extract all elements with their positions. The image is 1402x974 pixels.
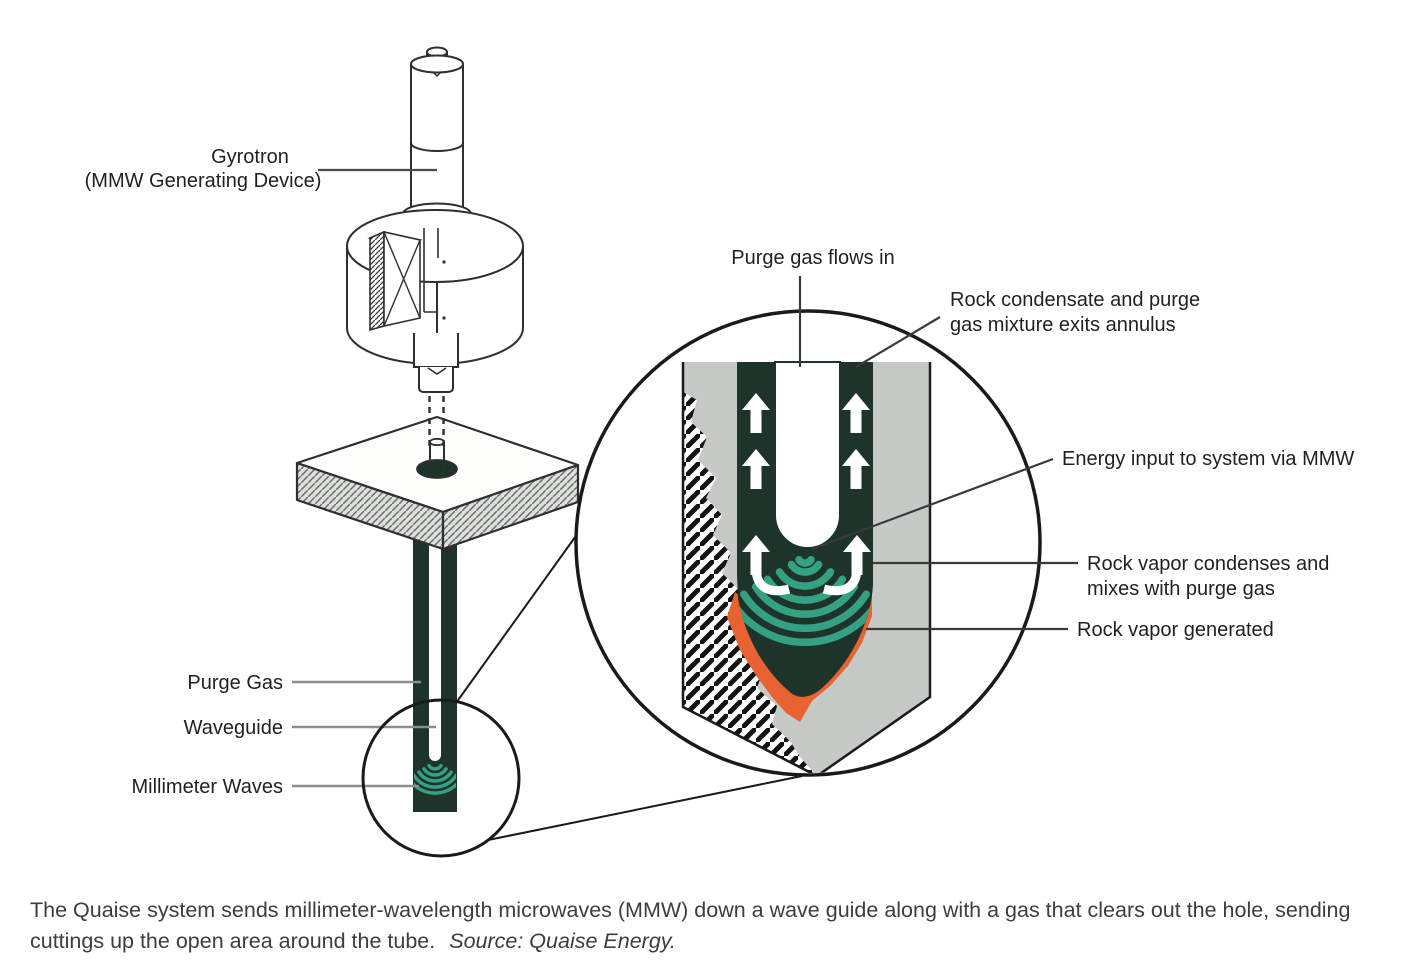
label-purge-gas: Purge Gas <box>187 672 283 694</box>
caption-source: Source: Quaise Energy. <box>449 929 676 953</box>
gyrotron-device <box>346 46 524 393</box>
inset-cross-section <box>681 361 932 773</box>
magnifier-small-circle <box>361 698 521 858</box>
quaise-drilling-diagram: Gyrotron (MMW Generating Device) Purge G… <box>85 46 1354 858</box>
label-purge-gas-flows-in: Purge gas flows in <box>731 247 894 269</box>
beam-into-hole <box>428 396 445 468</box>
millimeter-waves-arcs <box>414 763 456 795</box>
flow-arrows <box>742 393 871 596</box>
waveguide-interior <box>774 361 841 549</box>
label-gyrotron-line1: Gyrotron <box>211 146 289 168</box>
diagram-svg: Gyrotron (MMW Generating Device) Purge G… <box>85 46 1354 858</box>
label-waveguide: Waveguide <box>184 717 283 739</box>
callout-line-upper <box>455 532 579 704</box>
label-gyrotron-line2: (MMW Generating Device) <box>85 170 322 192</box>
left-labels: Gyrotron (MMW Generating Device) Purge G… <box>85 146 437 798</box>
rock-vapor-orange <box>727 560 872 722</box>
leader-rock-condensate <box>855 316 941 368</box>
rock-hatched-face <box>683 392 817 773</box>
waveguide-tube <box>429 520 441 761</box>
gyrotron-drum <box>346 209 524 365</box>
caption-text: The Quaise system sends millimeter-wavel… <box>30 898 1351 953</box>
inset-millimeter-waves <box>737 555 873 646</box>
borehole-opening <box>416 459 458 479</box>
rock-block-outline <box>681 362 932 773</box>
label-rock-vapor-condenses-line1: Rock vapor condenses and <box>1087 553 1329 575</box>
label-rock-vapor-condenses-line2: mixes with purge gas <box>1087 578 1275 600</box>
inset-circle-outline <box>574 309 1042 777</box>
dashed-beam-lines <box>428 396 445 448</box>
label-rock-condensate-line2: gas mixture exits annulus <box>950 314 1176 336</box>
gyrotron-nozzle <box>413 333 459 393</box>
leader-energy-input <box>811 457 1054 551</box>
label-rock-condensate-line1: Rock condensate and purge <box>950 289 1200 311</box>
label-millimeter-waves: Millimeter Waves <box>132 776 284 798</box>
label-energy-input: Energy input to system via MMW <box>1062 448 1354 470</box>
label-rock-vapor-generated: Rock vapor generated <box>1077 619 1274 641</box>
figure-caption: The Quaise system sends millimeter-wavel… <box>30 895 1385 957</box>
borehole-column <box>413 505 457 812</box>
callout-line-lower <box>487 775 803 841</box>
inset-labels: Purge gas flows in Rock condensate and p… <box>731 247 1354 641</box>
ground-slab <box>295 415 580 551</box>
